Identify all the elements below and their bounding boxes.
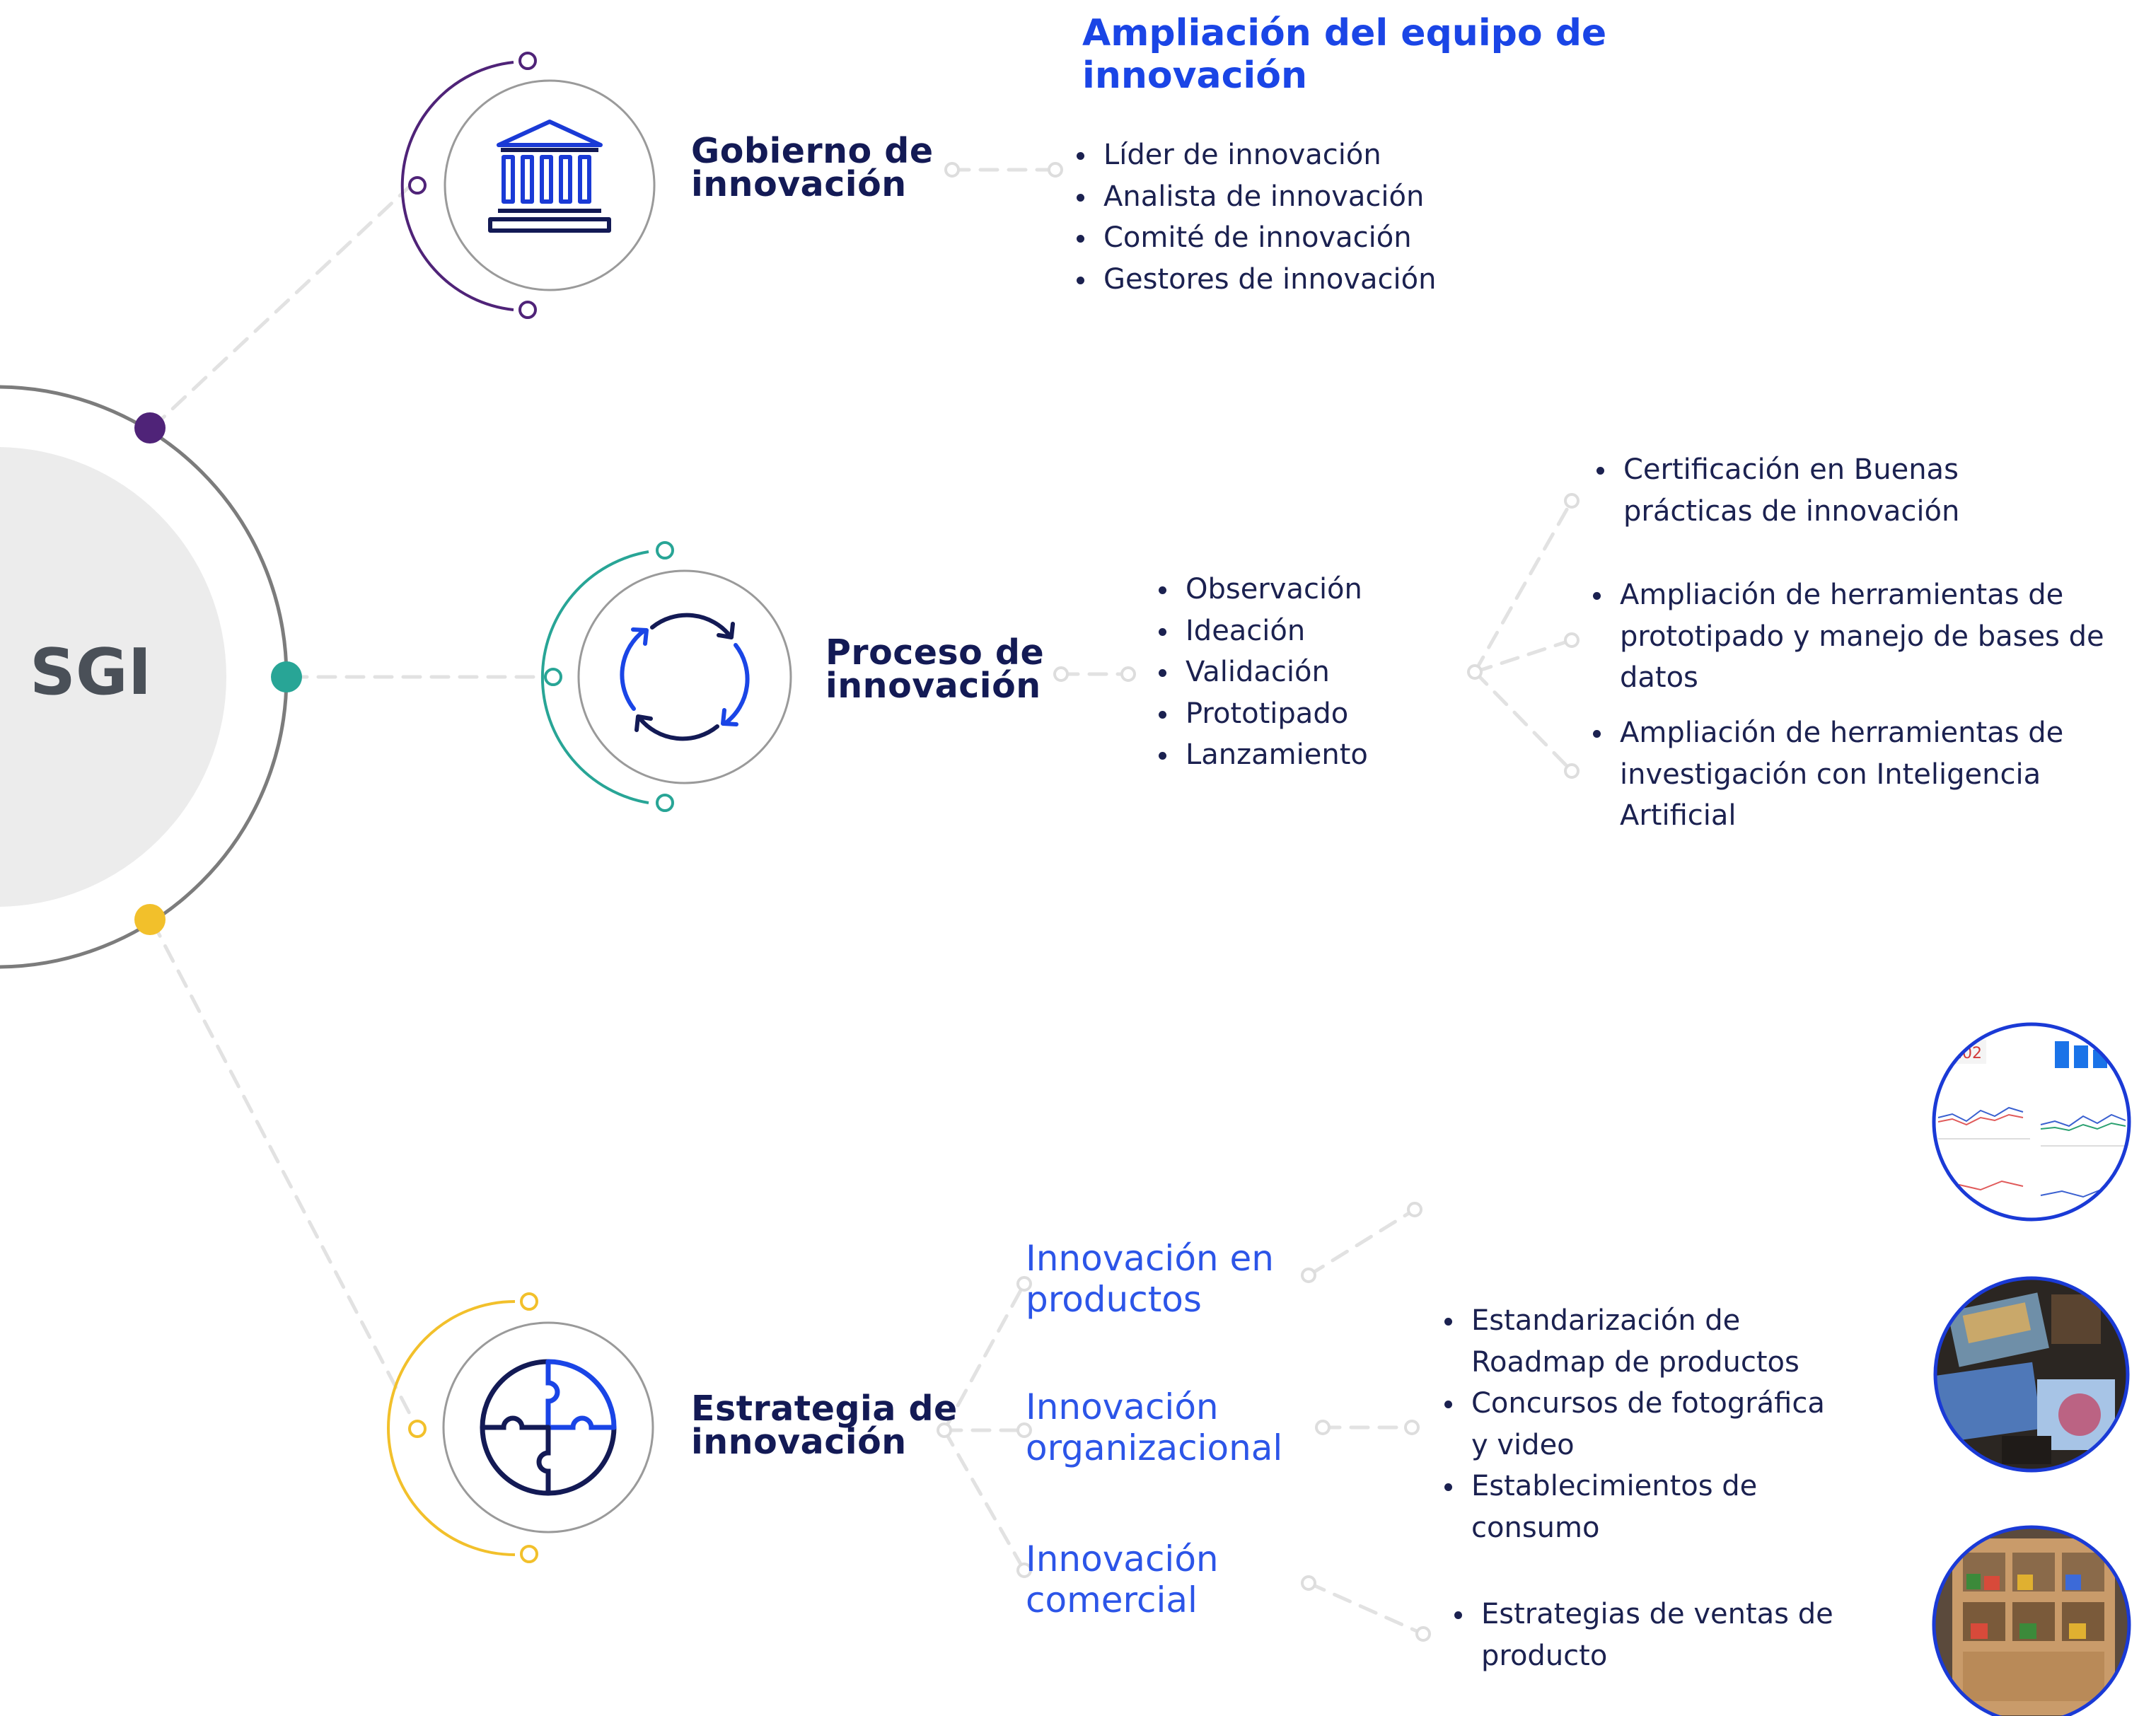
list-item: Validación (1156, 651, 1453, 693)
process-title: Proceso de innovación (825, 632, 1045, 706)
list-item: Analista de innovación (1074, 176, 1512, 218)
process-outcome-2: Ampliación de herramientas de prototipad… (1590, 574, 2149, 699)
process-hub-dot (271, 661, 302, 692)
list-item: Gestores de innovación (1074, 259, 1512, 301)
organizational-items-list: Estandarización de Roadmap de productos … (1442, 1300, 1845, 1548)
list-item: Prototipado (1156, 693, 1453, 735)
strategy-title: Estrategia de innovación (691, 1389, 958, 1462)
process-stages-list: Observación Ideación Validación Prototip… (1156, 569, 1453, 776)
innovation-products-label: Innovación en productos (1026, 1238, 1274, 1320)
governance-heading: Ampliación del equipo de innovación (1082, 12, 1607, 97)
puzzle-pieces-icon (480, 1359, 617, 1496)
connector-products-out (1306, 1207, 1417, 1277)
strategy-hub-dot (134, 904, 166, 935)
sgi-hub (0, 385, 302, 969)
process-outcome-3: Ampliación de herramientas de investigac… (1590, 712, 2128, 837)
connector-fan-outcome-1 (1473, 499, 1574, 674)
governance-team-list: Líder de innovación Analista de innovaci… (1074, 134, 1512, 300)
product-display-thumbnail (1932, 1525, 2131, 1716)
cycle-arrows-icon (620, 613, 750, 741)
list-item: Lanzamiento (1156, 734, 1453, 776)
list-item: Ampliación de herramientas de prototipad… (1590, 574, 2149, 699)
connector-sgi-governance (150, 180, 416, 430)
list-item: Concursos de fotográfica y video (1442, 1383, 1845, 1466)
dashboard-thumbnail: 102 (1932, 1022, 2131, 1222)
connector-fan-outcome-2 (1473, 638, 1574, 674)
governance-node (400, 52, 656, 319)
list-item: Líder de innovación (1074, 134, 1512, 176)
connector-strategy-products (942, 1282, 1026, 1432)
list-item: Comité de innovación (1074, 217, 1512, 259)
list-item: Estrategias de ventas de producto (1451, 1594, 1833, 1676)
innovation-organizational-label: Innovación organizacional (1026, 1386, 1283, 1468)
connector-commercial-out (1306, 1581, 1425, 1636)
governance-title: Gobierno de innovación (691, 131, 934, 204)
list-item: Estandarización de Roadmap de productos (1442, 1300, 1845, 1383)
innovation-commercial-label: Innovación comercial (1026, 1538, 1219, 1621)
sgi-label: SGI (30, 635, 152, 709)
process-outcome-1: Certificación en Buenas prácticas de inn… (1594, 449, 2032, 532)
sgi-core (0, 447, 226, 907)
commercial-items-list: Estrategias de ventas de producto (1451, 1594, 1833, 1676)
institution-building-icon (488, 120, 611, 233)
list-item: Establecimientos de consumo (1442, 1466, 1845, 1548)
connector-sgi-strategy (150, 919, 422, 1434)
connector-nodes (937, 162, 1580, 1642)
process-node (540, 541, 792, 812)
list-item: Ampliación de herramientas de investigac… (1590, 712, 2128, 837)
strategy-node (387, 1292, 654, 1563)
photo-contest-thumbnail (1933, 1276, 2130, 1473)
connectors (150, 168, 1574, 1636)
list-item: Observación (1156, 569, 1453, 610)
list-item: Ideación (1156, 610, 1453, 652)
connector-fan-outcome-3 (1473, 670, 1574, 773)
list-item: Certificación en Buenas prácticas de inn… (1594, 449, 2032, 532)
connector-strategy-commercial (942, 1428, 1026, 1572)
governance-hub-dot (134, 412, 166, 444)
